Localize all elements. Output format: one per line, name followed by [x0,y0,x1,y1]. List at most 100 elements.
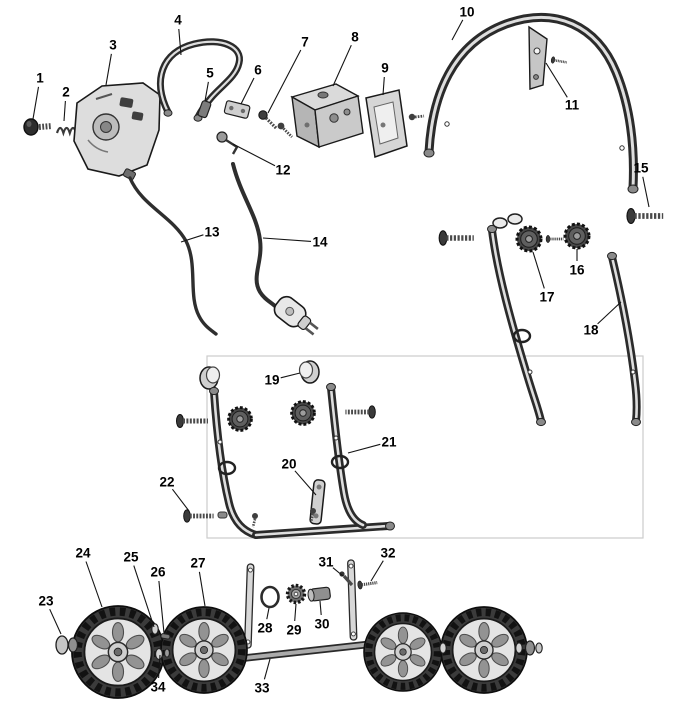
part-callout-14: 14 [312,235,328,250]
lower-handle-frame [177,382,395,539]
gear-bushing [285,583,307,605]
leader-line-31 [332,567,344,577]
spacer-ring [492,217,508,229]
leader-line-14 [262,237,312,242]
part-callout-29: 29 [286,623,301,638]
leader-line-34 [158,654,161,679]
part-callout-4: 4 [174,13,182,28]
leader-line-17 [532,251,545,289]
leader-line-15 [642,176,650,208]
cable-sleeve [122,168,136,181]
leader-line-24 [85,561,103,608]
tube-collars [199,360,320,390]
leader-line-22 [171,488,190,512]
cotter-pin [339,571,354,587]
wheel-rear-inner [364,613,442,691]
leader-line-18 [597,301,622,325]
part-callout-17: 17 [539,290,554,305]
leader-line-8 [332,44,352,87]
upper-handle-tube [423,12,639,194]
cable-bracket-6 [223,100,251,119]
part-callout-12: 12 [275,163,290,178]
axle-sleeve [307,586,331,602]
leader-line-2 [63,100,66,122]
cable-end-fitting-12 [216,131,239,155]
handle-knob-16 [563,222,591,250]
leader-line-7 [267,49,302,114]
part-callout-20: 20 [281,457,296,472]
part-callout-26: 26 [150,565,166,580]
crossbar-screw [251,513,258,528]
axle-assembly [223,559,385,664]
cable-clip [528,25,569,90]
part-callout-2: 2 [62,85,70,100]
leader-line-12 [232,143,276,167]
control-housing-assembly [23,82,161,177]
cables [122,131,319,336]
part-callout-9: 9 [381,61,389,76]
power-plug [273,295,319,336]
washer-right [515,642,523,654]
part-callout-15: 15 [633,161,649,176]
spring-2 [55,126,78,137]
part-callout-6: 6 [254,63,262,78]
part-callout-28: 28 [257,621,273,636]
screw-7 [258,110,279,131]
frame-knob-right [290,400,316,426]
part-callout-25: 25 [123,550,139,565]
leader-line-1 [32,86,40,120]
pin-26 [160,633,171,640]
axle-strut-right [347,559,358,641]
frame-knob-left [227,406,253,432]
switch-cover-9 [365,89,408,159]
leader-line-20 [294,470,317,496]
frame-bracket-and-bolts [184,479,326,528]
part-callout-31: 31 [318,555,334,570]
part-callout-10: 10 [459,5,474,20]
part-callout-34: 34 [150,680,166,695]
leader-lines [32,19,650,680]
leader-line-30 [319,600,322,616]
leader-line-28 [266,607,270,620]
bushing-5 [197,100,212,119]
leader-line-32 [370,560,384,582]
part-callout-13: 13 [204,225,220,240]
leader-line-23 [49,608,62,635]
washer-mid [439,642,447,654]
power-cord-14 [231,162,278,309]
control-housing-3 [73,82,161,177]
part-callout-19: 19 [264,373,279,388]
washer-34 [155,648,170,660]
spacer-pin [217,511,228,519]
wheel-hardware [55,623,543,660]
part-callout-33: 33 [254,681,270,696]
leader-line-21 [347,443,381,454]
wheel-rear-right [441,607,527,693]
part-callout-24: 24 [75,546,91,561]
leader-line-10 [451,19,464,41]
part-callout-32: 32 [380,546,395,561]
leader-line-4 [178,28,182,56]
leader-line-11 [545,62,568,98]
switch-housing-8 [290,83,364,149]
cover-screw [408,113,425,121]
hub-cap-right [524,640,543,656]
leader-line-26 [158,580,165,634]
switch-assembly [290,83,425,159]
hub-cap-left [55,635,79,655]
washer-25 [151,623,159,635]
leader-line-5 [204,81,209,102]
knob-bolt-1 [23,118,53,136]
part-callout-22: 22 [159,475,174,490]
part-callout-30: 30 [314,617,329,632]
bail-lever-assembly [157,38,293,138]
retaining-ring [260,585,280,609]
leader-line-19 [280,372,301,379]
tube-clamp-ring [217,460,237,476]
leader-line-13 [180,234,204,243]
leader-line-9 [382,76,385,96]
leader-line-29 [294,603,297,622]
spacer-ring [507,213,523,225]
